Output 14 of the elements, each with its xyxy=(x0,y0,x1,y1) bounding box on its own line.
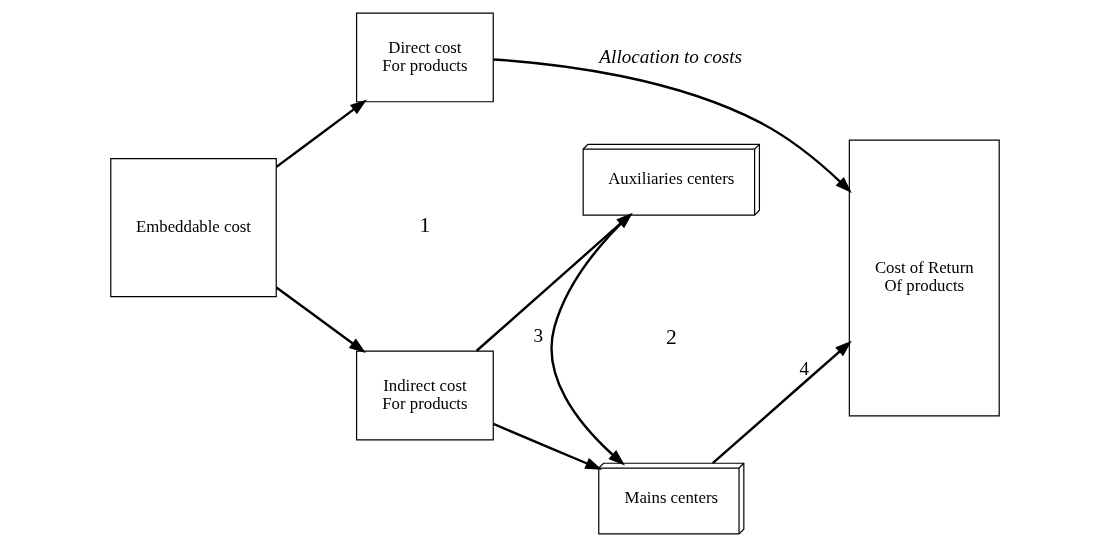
node-box: Indirect cost For products xyxy=(355,350,494,441)
node-box: Cost of Return Of products xyxy=(848,139,1000,417)
label: 1 xyxy=(419,212,431,237)
label: 2 xyxy=(665,325,677,350)
node-box: Embeddable cost xyxy=(110,158,277,298)
arrow xyxy=(492,422,603,470)
arrow xyxy=(275,286,366,354)
edge-label: 3 xyxy=(533,325,544,347)
arrow xyxy=(275,99,367,168)
arrow xyxy=(493,58,852,193)
edge-label: Allocation to costs xyxy=(599,46,743,68)
edge-label: 4 xyxy=(799,357,810,379)
arrow xyxy=(711,340,852,465)
node-box: Direct cost For products xyxy=(355,12,494,103)
